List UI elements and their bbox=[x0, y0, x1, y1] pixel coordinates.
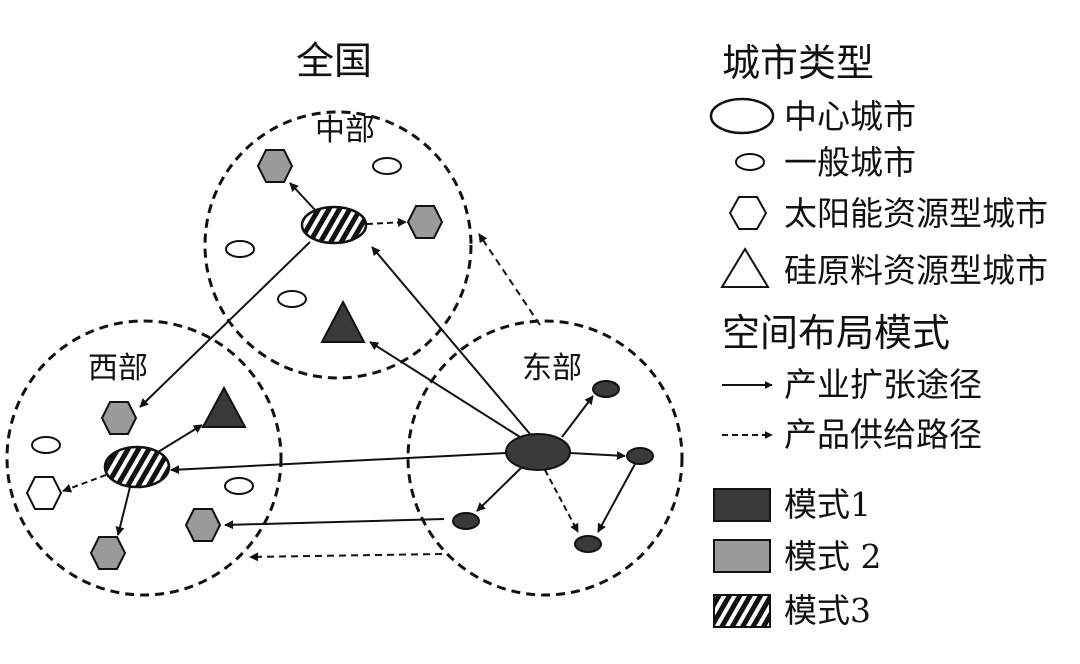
east-city-3 bbox=[452, 512, 480, 530]
region-west-boundary bbox=[5, 319, 283, 597]
supply-arrow-east-to-west bbox=[249, 552, 443, 562]
expansion-arrow-east-to-central-center bbox=[371, 246, 531, 435]
west-solar-city-1 bbox=[100, 401, 138, 435]
region-central-label: 中部 bbox=[315, 113, 375, 148]
legend-silicon-city-symbol bbox=[720, 247, 770, 288]
expansion-arrow-east-to-west-center bbox=[170, 452, 507, 475]
west-solar-city-2 bbox=[184, 508, 222, 542]
central-center-city bbox=[300, 205, 368, 245]
expansion-arrow-east-to-city3 bbox=[476, 467, 522, 512]
west-solar-city-3 bbox=[89, 536, 127, 570]
diagram-title: 全国 bbox=[296, 39, 372, 83]
expansion-arrow-east-to-city2 bbox=[569, 451, 626, 461]
expansion-arrow-east-to-west-solar bbox=[224, 518, 445, 530]
legend-solar-city-label: 太阳能资源型城市 bbox=[784, 194, 1048, 233]
legend-silicon-city-label: 硅原料资源型城市 bbox=[784, 251, 1048, 290]
region-east-label: 东部 bbox=[522, 351, 582, 386]
central-general-city-2 bbox=[225, 240, 255, 258]
legend-general-city-label: 一般城市 bbox=[784, 143, 916, 182]
legend-expansion-label: 产业扩张途径 bbox=[784, 365, 982, 404]
region-west-label: 西部 bbox=[88, 351, 148, 386]
legend-supply-label: 产品供给路径 bbox=[784, 415, 982, 454]
west-solar-city-4 bbox=[25, 476, 63, 510]
expansion-arrow-west-to-silicon bbox=[157, 424, 203, 453]
legend-mode1-label: 模式1 bbox=[784, 485, 871, 524]
central-general-city-3 bbox=[277, 290, 307, 308]
legend-general-city-symbol bbox=[735, 153, 765, 171]
east-city-1 bbox=[592, 380, 620, 398]
supply-arrow-east-to-city4 bbox=[544, 469, 579, 533]
supply-arrow-west-to-solar bbox=[62, 474, 107, 493]
supply-arrow-east-to-central bbox=[478, 233, 541, 326]
legend-mode1-swatch bbox=[713, 488, 771, 522]
west-center-city bbox=[103, 445, 171, 489]
expansion-arrow-west-to-solar3 bbox=[115, 486, 131, 536]
legend-central-city-symbol bbox=[709, 97, 775, 135]
expansion-arrow-central-to-west bbox=[139, 241, 311, 408]
region-central-boundary bbox=[203, 110, 473, 380]
central-silicon-city bbox=[320, 299, 366, 343]
legend-heading-layout-modes: 空间布局模式 bbox=[722, 311, 950, 355]
legend-central-city-label: 中心城市 bbox=[784, 97, 916, 136]
west-general-city-1 bbox=[31, 436, 61, 454]
region-east-boundary bbox=[406, 319, 684, 597]
legend-mode3-swatch bbox=[713, 594, 771, 628]
supply-arrow-central-to-solar2 bbox=[366, 217, 407, 227]
west-silicon-city bbox=[201, 385, 247, 428]
central-general-city-1 bbox=[372, 157, 402, 175]
east-center-city bbox=[505, 433, 571, 471]
central-solar-city-2 bbox=[406, 205, 444, 239]
legend-mode2-label: 模式 2 bbox=[784, 537, 882, 576]
east-city-4 bbox=[574, 535, 602, 553]
central-solar-city-1 bbox=[256, 149, 294, 183]
legend-solar-city-symbol bbox=[728, 196, 768, 230]
expansion-arrow-central-to-solar1 bbox=[289, 182, 317, 212]
legend: 城市类型 中心城市 一般城市 太阳能资源型城市 硅原料资源型城市 空间布局模式 … bbox=[709, 41, 1048, 630]
legend-mode2-swatch bbox=[713, 539, 771, 573]
expansion-arrow-city2-to-city4 bbox=[597, 463, 636, 533]
west-general-city-2 bbox=[224, 477, 254, 495]
legend-heading-city-types: 城市类型 bbox=[722, 41, 874, 85]
east-city-2 bbox=[626, 447, 654, 465]
expansion-arrow-east-to-central-silicon bbox=[369, 341, 521, 438]
legend-mode3-label: 模式3 bbox=[784, 591, 871, 630]
expansion-arrow-east-to-city1 bbox=[561, 395, 594, 438]
